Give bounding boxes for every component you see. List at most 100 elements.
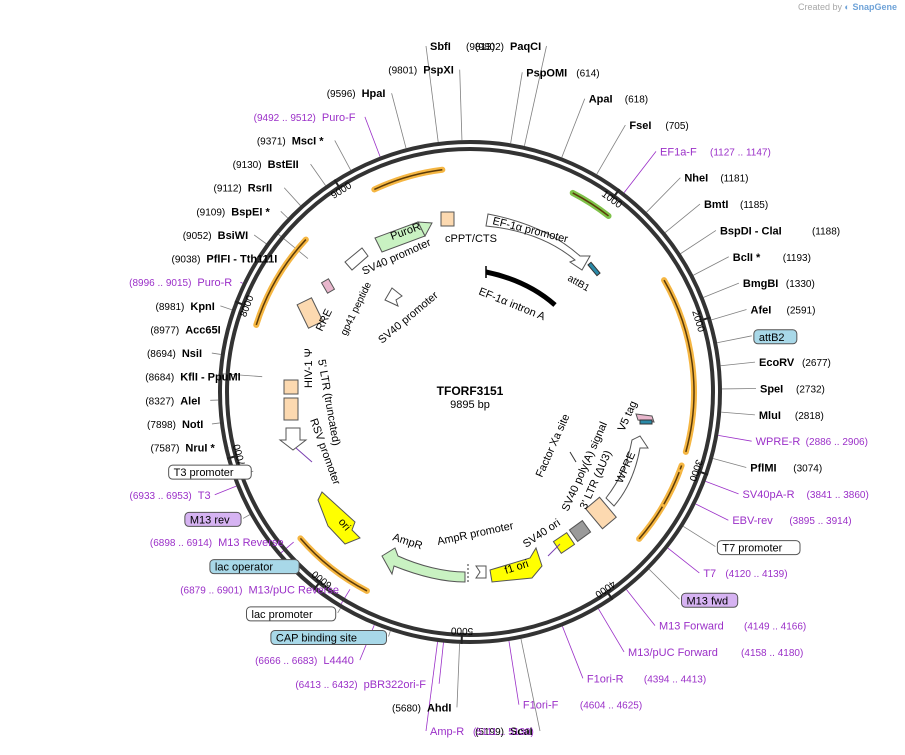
tick-label: 3000 (686, 458, 704, 483)
primer-label[interactable]: F1ori-F (523, 700, 559, 712)
leader-line (243, 515, 250, 519)
primer-label[interactable]: Amp-R (430, 726, 464, 738)
label-position: (8694) (147, 349, 176, 360)
enzyme-label[interactable]: KpnI (190, 301, 214, 313)
feature-tag-label: T7 promoter (722, 543, 782, 555)
leader-line (215, 486, 236, 495)
enzyme-label[interactable]: AhdI (427, 702, 451, 714)
leader-line (562, 626, 582, 678)
leader-line (711, 309, 746, 319)
enzyme-label[interactable]: BsiWI (218, 230, 249, 242)
label-position: (6879 .. 6901) (180, 585, 242, 596)
enzyme-label[interactable]: Acc65I (185, 324, 220, 336)
enzyme-label[interactable]: PflMI (750, 463, 776, 475)
cppt-label: cPPT/CTS (445, 233, 497, 245)
leader-line (721, 362, 755, 366)
label-position: (8684) (145, 373, 174, 384)
map-length: 9895 bp (450, 399, 490, 411)
enzyme-label[interactable]: MluI (759, 410, 781, 422)
enzyme-label[interactable]: FseI (629, 120, 651, 132)
leader-line (693, 257, 728, 276)
enzyme-label[interactable]: EcoRV (759, 357, 795, 369)
primer-label[interactable]: Puro-F (322, 112, 356, 124)
primer-label[interactable]: L4440 (323, 655, 354, 667)
sv40-ori-box (553, 533, 574, 554)
ampr-arrow[interactable] (382, 548, 465, 582)
label-position: (9813) (466, 42, 495, 53)
leader-line (335, 140, 351, 170)
leader-line (647, 178, 681, 212)
enzyme-label[interactable]: PspOMI (526, 67, 567, 79)
label-position: (5680) (392, 703, 421, 714)
leader-line (683, 526, 715, 546)
enzyme-label[interactable]: ApaI (589, 94, 613, 106)
feature-tag-label: CAP binding site (276, 633, 357, 645)
enzyme-label[interactable]: BspDI - ClaI (720, 225, 782, 237)
leader-line (212, 353, 221, 354)
enzyme-label[interactable]: BmtI (704, 199, 728, 211)
label-position: (705) (665, 121, 688, 132)
leader-line (668, 548, 699, 573)
primer-label[interactable]: EF1a-F (660, 146, 697, 158)
enzyme-label[interactable]: RsrII (248, 183, 272, 195)
primer-label[interactable]: WPRE-R (756, 436, 801, 448)
enzyme-label[interactable]: BspEI * (231, 206, 270, 218)
ori-arrow[interactable] (318, 492, 360, 544)
label-position: (4604 .. 4625) (580, 701, 642, 712)
enzyme-label[interactable]: MscI * (292, 135, 325, 147)
watermark-brand: SnapGene (852, 2, 897, 12)
label-position: (9596) (327, 89, 356, 100)
leader-line (457, 644, 460, 708)
gp41-marker (322, 279, 335, 293)
label-position: (9052) (183, 231, 212, 242)
primer-label[interactable]: M13 Reverse (218, 537, 283, 549)
enzyme-label[interactable]: HpaI (362, 88, 386, 100)
primer-label[interactable]: M13/pUC Reverse (248, 584, 338, 596)
enzyme-label[interactable]: NheI (684, 173, 708, 185)
leader-line (562, 99, 585, 158)
leader-line (717, 336, 752, 343)
primer-label[interactable]: pBR322ori-F (364, 679, 427, 691)
primer-label[interactable]: T7 (703, 568, 716, 580)
label-position: (9130) (233, 160, 262, 171)
enzyme-label[interactable]: AfeI (751, 304, 772, 316)
ef1a-promoter-label: EF-1α promoter (491, 215, 569, 245)
label-position: (1193) (783, 253, 811, 264)
label-position: (2677) (802, 358, 831, 369)
primer-label[interactable]: M13/pUC Forward (628, 647, 718, 659)
leader-line (598, 609, 624, 652)
label-position: (1127 .. 1147) (710, 147, 771, 158)
enzyme-label[interactable]: NsiI (182, 348, 202, 360)
feature-tag-label: T3 promoter (174, 467, 234, 479)
enzyme-label[interactable]: PspXI (423, 65, 454, 77)
primer-label[interactable]: SV40pA-R (743, 489, 795, 501)
enzyme-label[interactable]: BclI * (733, 252, 761, 264)
primer-label[interactable]: F1ori-R (587, 673, 624, 685)
label-position: (9038) (172, 255, 201, 266)
primer-label[interactable]: T3 (198, 490, 211, 502)
leader-line (240, 282, 242, 283)
leader-line (624, 151, 656, 192)
enzyme-label[interactable]: BstEII (268, 159, 299, 171)
feature-tag-label: attB2 (759, 332, 785, 344)
leader-line (509, 641, 519, 705)
label-position: (6666 .. 6683) (255, 656, 317, 667)
enzyme-label[interactable]: KflI - PpuMI (180, 372, 241, 384)
enzyme-label[interactable]: PflFI - Tth111I (206, 254, 277, 266)
enzyme-label[interactable]: NotI (182, 419, 203, 431)
enzyme-label[interactable]: SpeI (760, 384, 783, 396)
leader-line (460, 70, 462, 141)
v5-tag-label: V5 tag (616, 399, 640, 433)
enzyme-label[interactable]: NruI * (185, 443, 215, 455)
primer-label[interactable]: EBV-rev (732, 515, 773, 527)
enzyme-label[interactable]: AleI (180, 395, 200, 407)
primer-label[interactable]: Puro-R (197, 277, 232, 289)
enzyme-label[interactable]: SbfI (430, 41, 451, 53)
enzyme-label[interactable]: BmgBI (743, 278, 778, 290)
enzyme-label[interactable]: PaqCI (510, 41, 541, 53)
hiv-psi-label: HIV-1 Ψ (303, 348, 315, 388)
leader-line (597, 125, 626, 174)
feature-tag-label: M13 rev (190, 514, 230, 526)
primer-label[interactable]: M13 Forward (659, 621, 724, 633)
sv40-promoter-arrow-2 (385, 288, 402, 306)
